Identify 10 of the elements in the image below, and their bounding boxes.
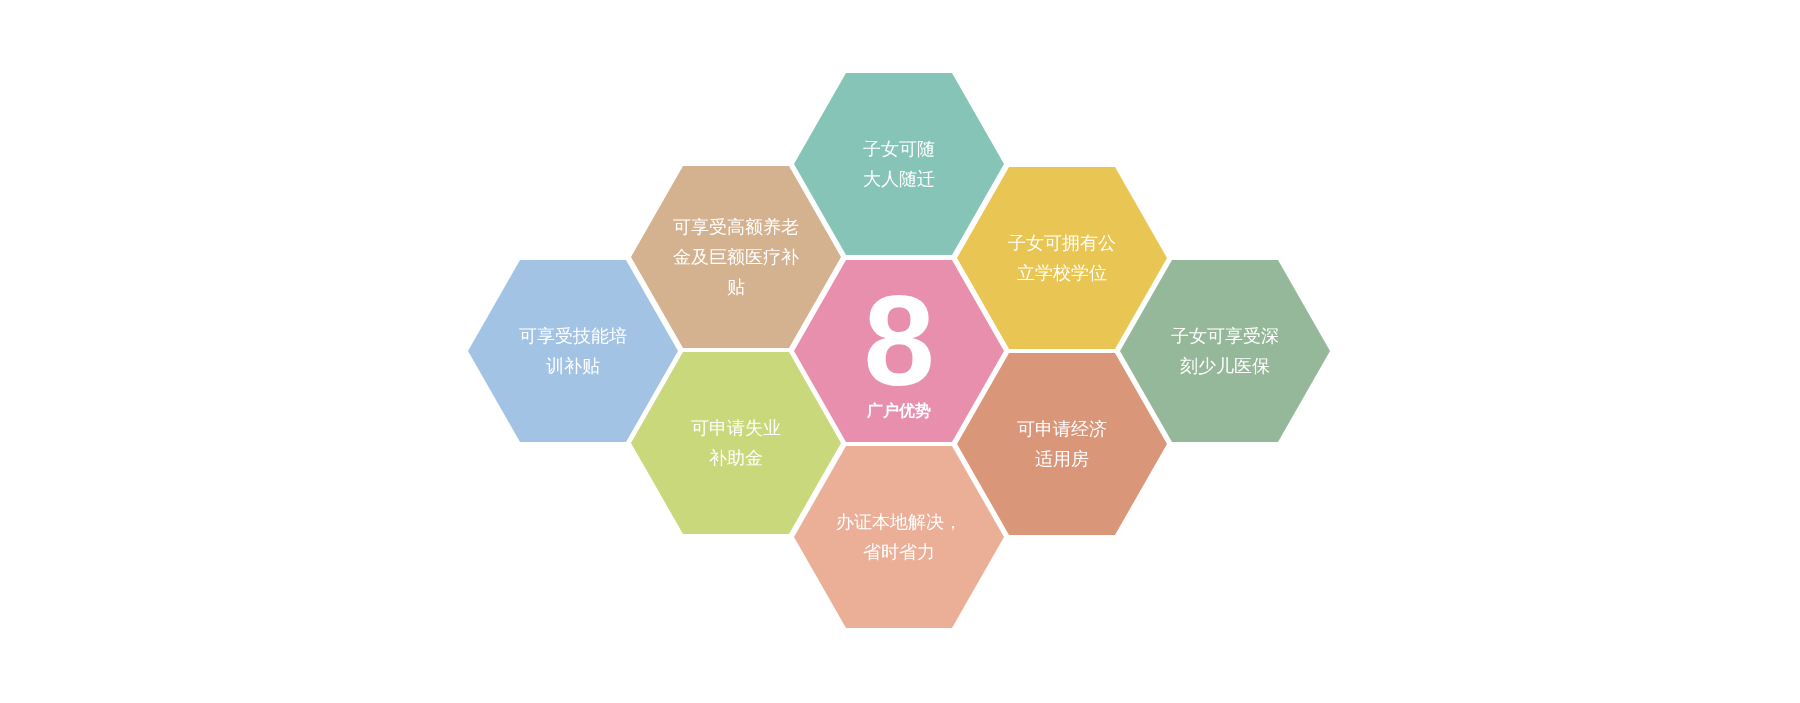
big-number: 8 — [863, 281, 935, 401]
tile-text: 子女可随大人随迁 — [862, 137, 936, 191]
tile-text: 可申请失业补助金 — [690, 416, 782, 470]
tile-text: 子女可享受深刻少儿医保 — [1170, 324, 1280, 378]
tile-text: 可享受高额养老金及巨额医疗补贴 — [672, 215, 800, 299]
tile-text: 可享受技能培训补贴 — [518, 324, 628, 378]
tile-text: 办证本地解决，省时省力 — [835, 510, 963, 564]
tile-text: 可申请经济适用房 — [1016, 417, 1108, 471]
tile-caption: 广户优势 — [867, 401, 931, 421]
tile-text: 子女可拥有公立学校学位 — [1007, 231, 1117, 285]
